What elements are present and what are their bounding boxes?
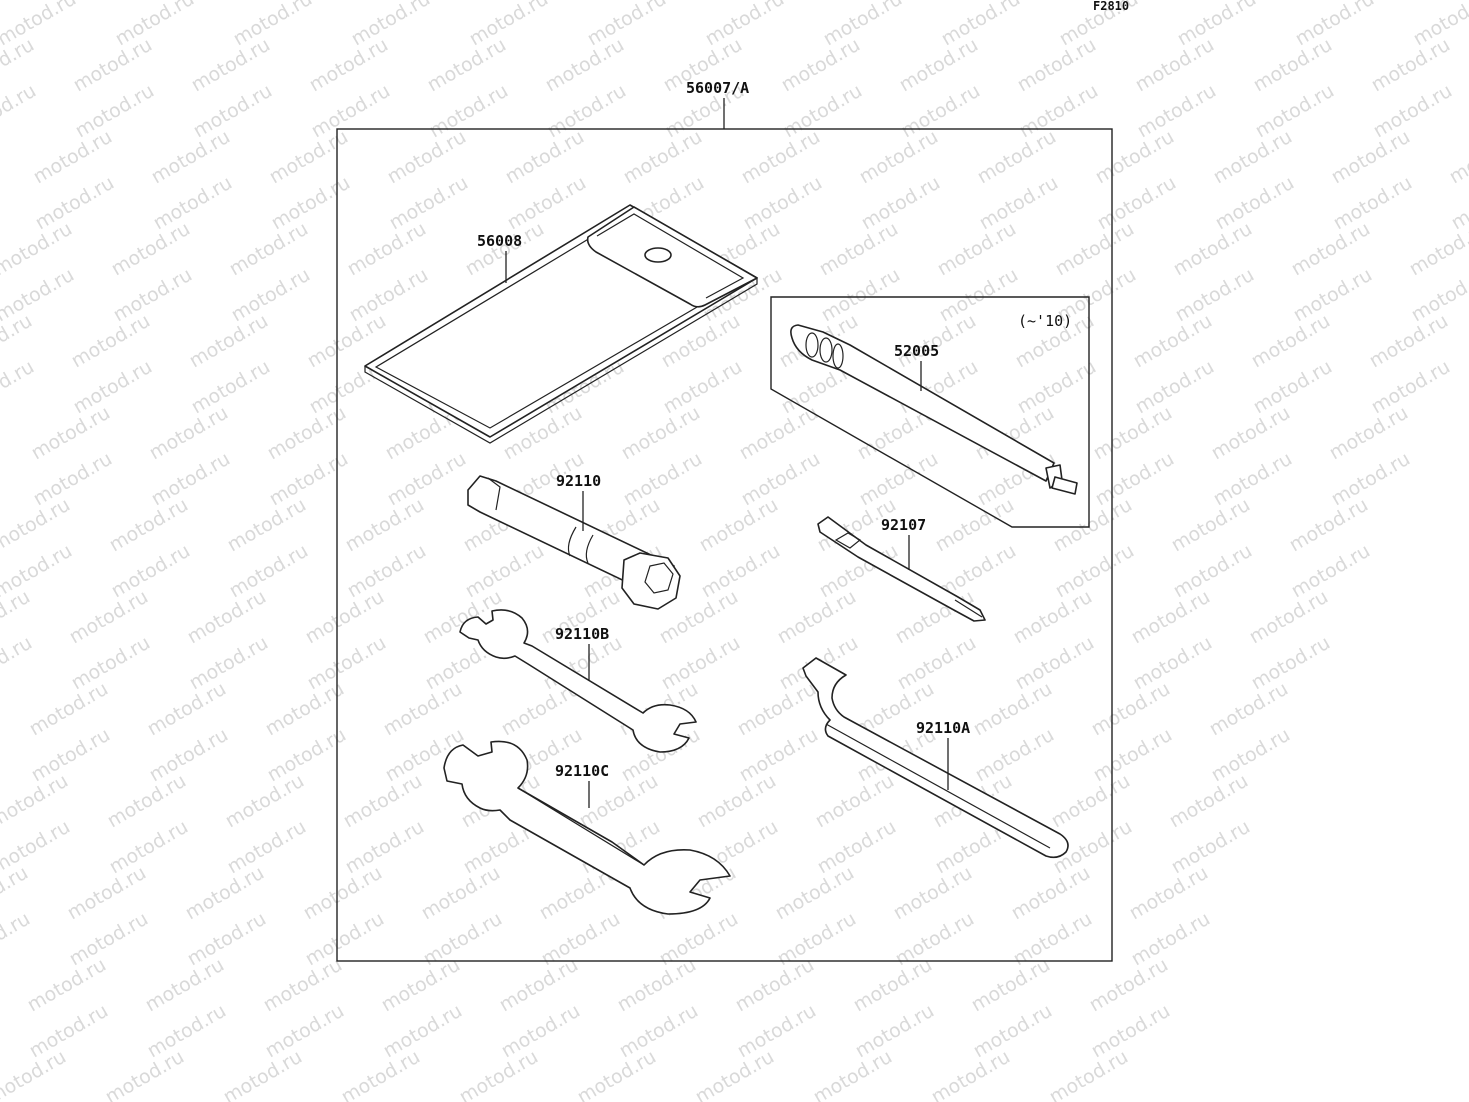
hook-spanner-number[interactable]: 92110A xyxy=(916,719,970,737)
watermark-text: motod.ru xyxy=(0,80,40,143)
watermark-text: motod.ru xyxy=(692,1046,778,1102)
watermark-text: motod.ru xyxy=(938,0,1024,50)
watermark-text: motod.ru xyxy=(574,1046,660,1102)
watermark-text: motod.ru xyxy=(1174,0,1260,50)
watermark-text: motod.ru xyxy=(702,0,788,50)
plug-wrench-number[interactable]: 92110 xyxy=(556,472,601,490)
watermark-text: motod.ru xyxy=(1446,126,1469,189)
watermark-text: motod.ru xyxy=(1046,1046,1132,1102)
screwdriver-handle-drawing[interactable] xyxy=(790,324,1078,495)
watermark-text: motod.ru xyxy=(810,1046,896,1102)
assembly-number[interactable]: 56007/A xyxy=(686,79,749,97)
plug-wrench-drawing[interactable] xyxy=(467,475,681,610)
case-number[interactable]: 56008 xyxy=(477,232,522,250)
tool-case-drawing[interactable] xyxy=(364,204,758,444)
watermark-text: motod.ru xyxy=(0,356,38,419)
figure-code: F2810 xyxy=(1093,0,1129,13)
watermark-text: motod.ru xyxy=(928,1046,1014,1102)
subframe xyxy=(770,296,1090,528)
watermark-text: motod.ru xyxy=(1292,0,1378,50)
hook-spanner-drawing[interactable] xyxy=(802,657,1069,859)
watermark-text: motod.ru xyxy=(0,632,36,695)
watermark-text: motod.ru xyxy=(230,0,316,50)
watermark-text: motod.ru xyxy=(348,0,434,50)
watermark-text: motod.ru xyxy=(220,1046,306,1102)
wrench-c-number[interactable]: 92110C xyxy=(555,762,609,780)
assembly-frame xyxy=(336,128,1113,962)
wrench-c-drawing[interactable] xyxy=(443,740,731,915)
screwdriver-bit-drawing[interactable] xyxy=(817,516,986,622)
watermark-text: motod.ru xyxy=(584,0,670,50)
watermark-text: motod.ru xyxy=(466,0,552,50)
subframe-note: (~'10) xyxy=(1018,312,1072,330)
watermark-text: motod.ru xyxy=(0,908,34,971)
wrench-b-number[interactable]: 92110B xyxy=(555,625,609,643)
watermark-text: motod.ru xyxy=(112,0,198,50)
screwdriver-bit-number[interactable]: 92107 xyxy=(881,516,926,534)
screwdriver-handle-number[interactable]: 52005 xyxy=(894,342,939,360)
watermark-text: motod.ru xyxy=(820,0,906,50)
watermark-text: motod.ru xyxy=(338,1046,424,1102)
watermark-text: motod.ru xyxy=(456,1046,542,1102)
watermark-text: motod.ru xyxy=(102,1046,188,1102)
wrench-b-drawing[interactable] xyxy=(459,609,697,753)
